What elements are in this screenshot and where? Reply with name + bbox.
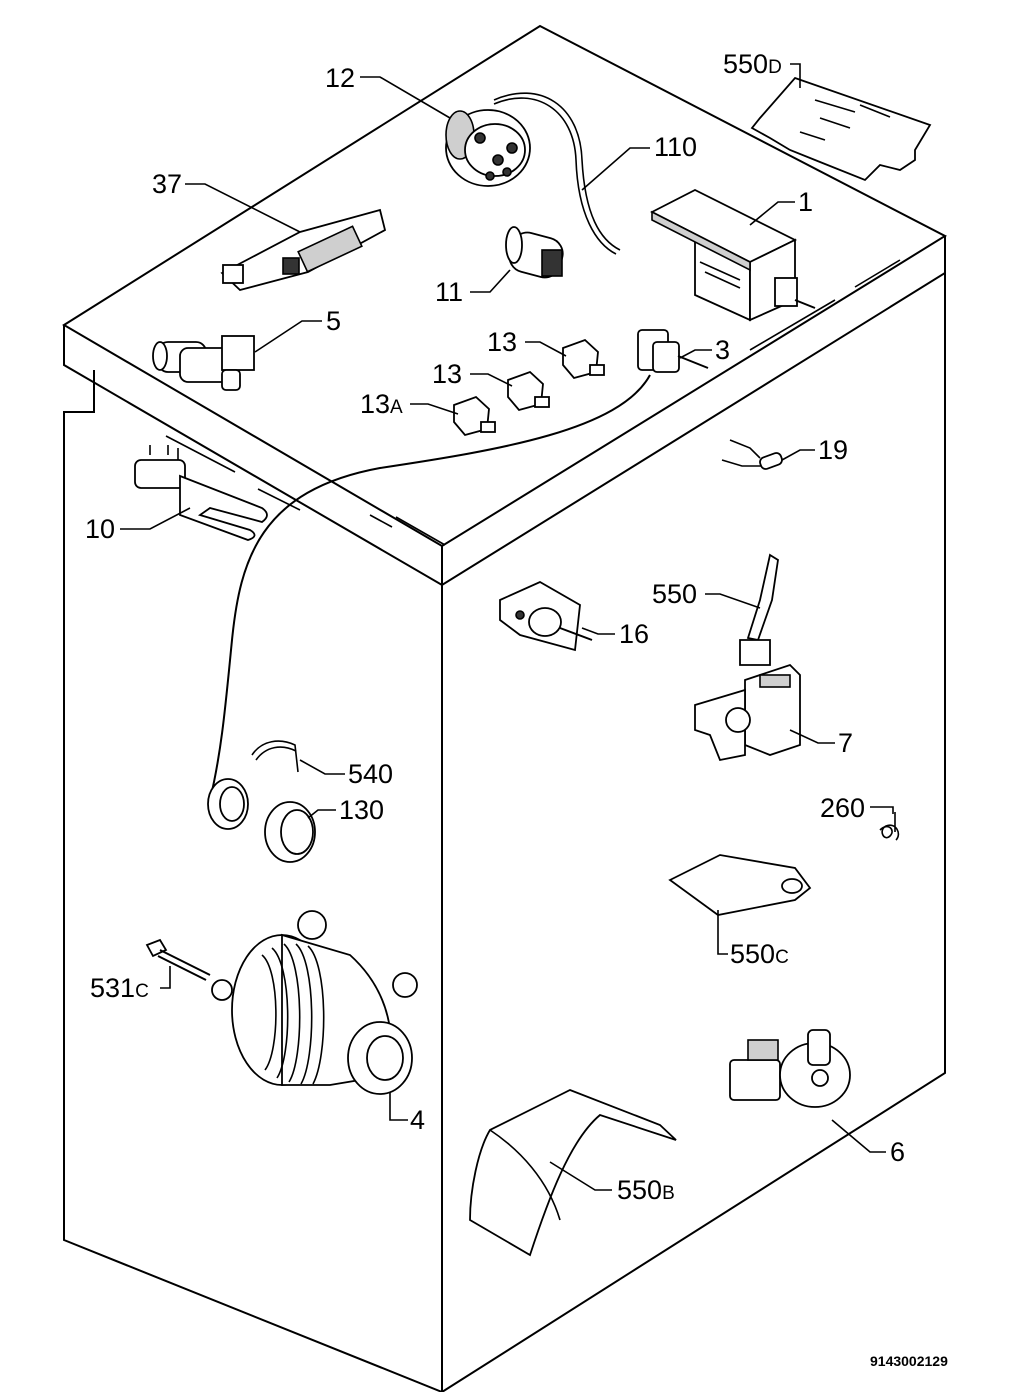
callout-4: 4: [410, 1105, 425, 1135]
callout-531c: 531C: [90, 973, 149, 1003]
callout-550b: 550B: [617, 1175, 675, 1205]
callout-10: 10: [85, 514, 115, 544]
part-5-inlet-valve: [152, 335, 255, 391]
callout-7: 7: [838, 728, 853, 758]
part-1-programmer: [650, 188, 816, 322]
callout-110: 110: [654, 132, 697, 162]
callout-540: 540: [348, 759, 393, 789]
part-37-filter: [220, 208, 387, 291]
part-550-lever: [739, 553, 779, 666]
part-550c-bracket-plate: [668, 854, 812, 916]
part-12-pressure-switch: [445, 109, 531, 187]
part-7-door-lock: [694, 663, 801, 762]
callout-1: 1: [798, 187, 813, 217]
part-13-connector-lower: [507, 370, 550, 412]
callout-37: 37: [152, 169, 182, 199]
part-3-cable: [209, 374, 651, 801]
callout-12: 12: [325, 63, 355, 93]
cabinet-body-left: [63, 370, 443, 1392]
callout-13-upper: 13: [487, 327, 517, 357]
part-550d-cover-plate: [750, 76, 932, 182]
part-11-capacitor: [505, 226, 564, 279]
callout-6: 6: [890, 1137, 905, 1167]
part-6-drain-pump: [729, 1029, 851, 1108]
cable-grommet: [207, 778, 249, 830]
callout-19: 19: [818, 435, 848, 465]
callout-13a: 13A: [360, 389, 403, 419]
part-10-heater: [134, 445, 268, 541]
part-110-hose: [493, 92, 621, 251]
part-531c-bolt: [145, 938, 211, 981]
callout-550c: 550C: [730, 939, 789, 969]
part-16-door-switch: [499, 580, 593, 652]
callout-5: 5: [326, 306, 341, 336]
part-3-switch: [637, 329, 709, 373]
part-19-sensor: [721, 439, 783, 470]
callout-550: 550: [652, 579, 697, 609]
cabinet-body-right: [441, 273, 946, 1392]
callout-130: 130: [339, 795, 384, 825]
part-540-spring-clip: [251, 740, 299, 773]
cabinet-outline: [62, 24, 948, 1392]
part-13-connector-upper: [562, 338, 605, 380]
cabinet-top-edge: [63, 236, 946, 587]
part-550b-duct: [469, 1089, 677, 1257]
part-4-motor: [211, 910, 418, 1095]
part-13a-connector: [453, 395, 496, 437]
callout-3: 3: [715, 335, 730, 365]
callout-11: 11: [435, 277, 463, 307]
callout-16: 16: [619, 619, 649, 649]
callout-labels: 12 550D 110 37 1 11 5 13 3 13 13A 19 10 …: [85, 49, 905, 1205]
drawing-code: 9143002129: [870, 1353, 948, 1369]
part-260-spring: [879, 812, 900, 841]
leader-lines: [120, 63, 894, 1191]
part-130-grommet: [264, 801, 316, 863]
callout-260: 260: [820, 793, 865, 823]
callout-550d: 550D: [723, 49, 782, 79]
callout-13-lower: 13: [432, 359, 462, 389]
